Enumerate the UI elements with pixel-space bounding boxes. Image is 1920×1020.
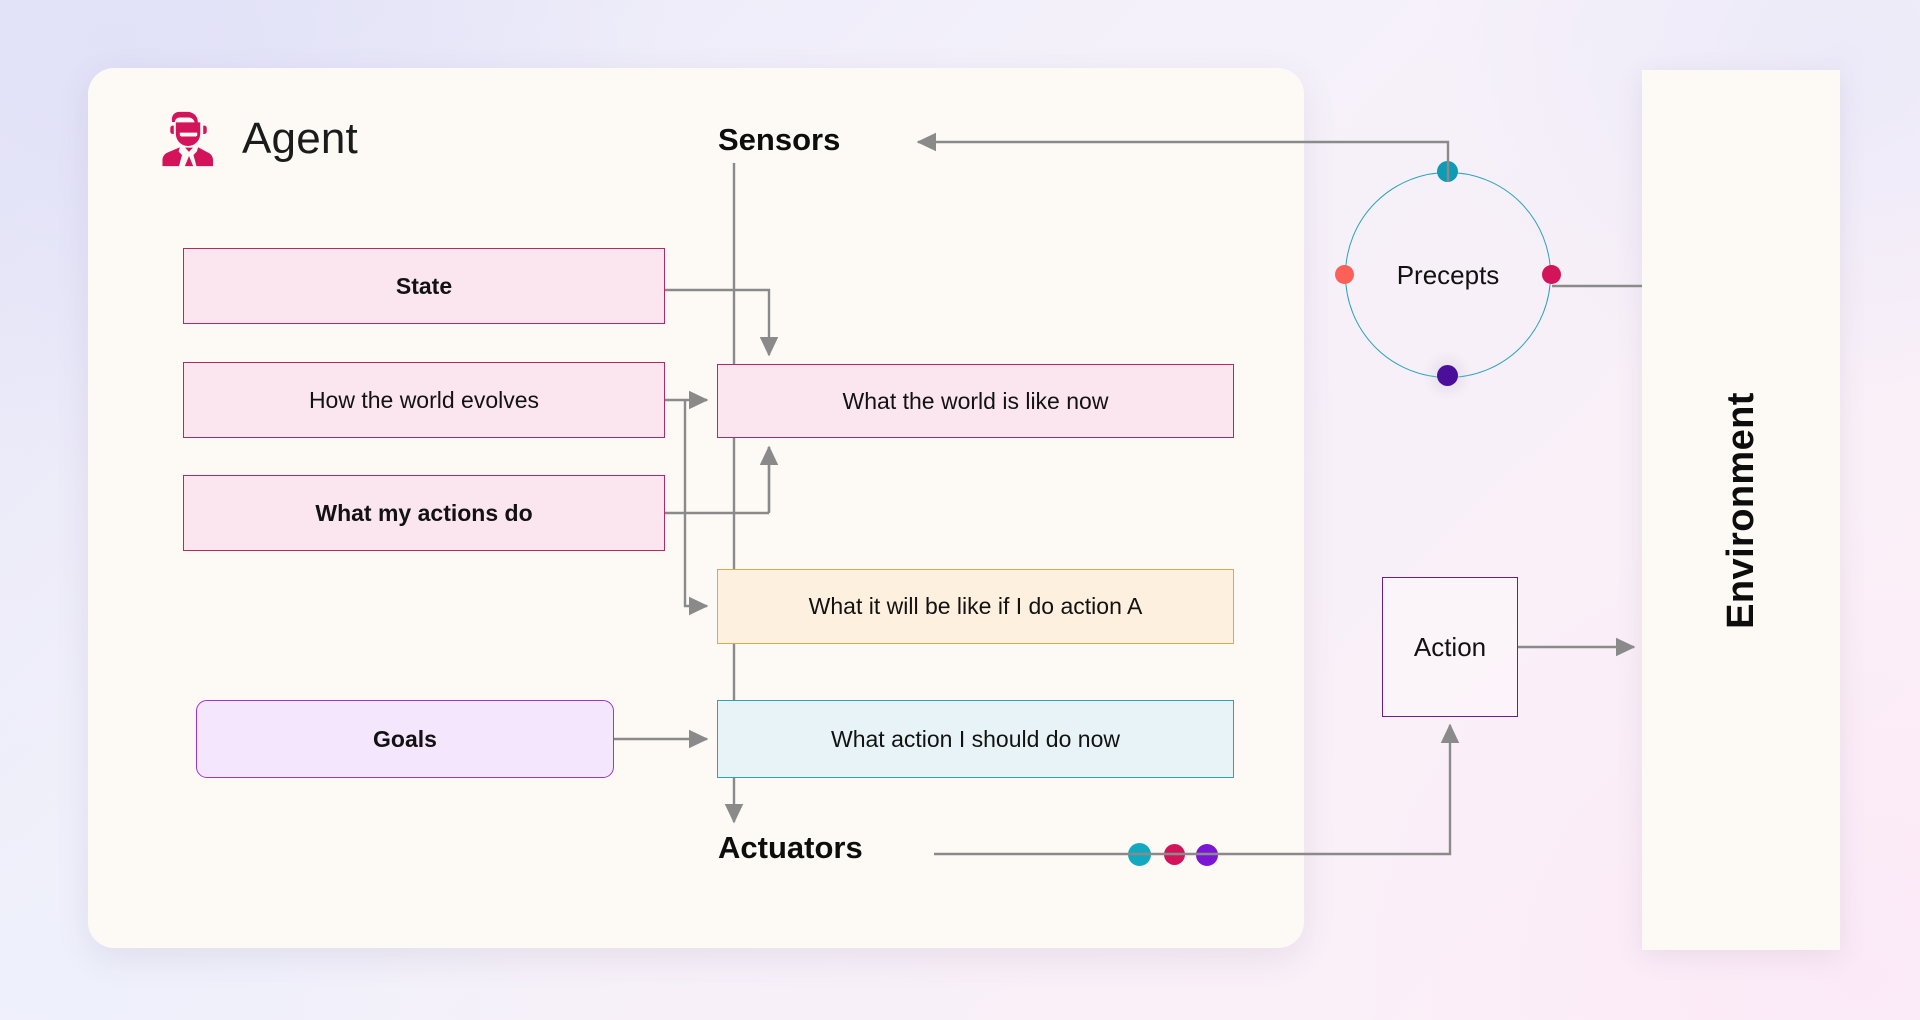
box-what-action-i-should-do-now[interactable]: What action I should do now <box>717 700 1234 778</box>
box-what-my-actions-do[interactable]: What my actions do <box>183 475 665 551</box>
box-goals[interactable]: Goals <box>196 700 614 778</box>
agent-detective-icon <box>162 111 214 167</box>
environment-label: Environment <box>1719 391 1762 629</box>
precepts-node[interactable]: Precepts <box>1335 161 1561 386</box>
agent-header: Agent <box>158 108 358 170</box>
precepts-dot-bottom-icon <box>1437 365 1458 386</box>
box-action[interactable]: Action <box>1382 577 1518 717</box>
precepts-dot-right-icon <box>1542 265 1561 284</box>
precepts-dot-left-icon <box>1335 265 1354 284</box>
box-how-the-world-evolves[interactable]: How the world evolves <box>183 362 665 438</box>
actuator-dot-2-icon <box>1164 844 1185 865</box>
box-what-it-will-be-like-if-i-do-action-a[interactable]: What it will be like if I do action A <box>717 569 1234 644</box>
precepts-label: Precepts <box>1396 259 1500 290</box>
box-state[interactable]: State <box>183 248 665 324</box>
actuator-dot-1-icon <box>1128 843 1151 866</box>
actuator-dot-3-icon <box>1196 844 1218 866</box>
box-what-the-world-is-like-now[interactable]: What the world is like now <box>717 364 1234 438</box>
agent-title: Agent <box>242 114 358 163</box>
environment-panel: Environment <box>1642 70 1840 950</box>
sensors-heading: Sensors <box>718 122 841 157</box>
actuators-heading: Actuators <box>718 830 863 865</box>
precepts-dot-top-icon <box>1437 161 1458 182</box>
